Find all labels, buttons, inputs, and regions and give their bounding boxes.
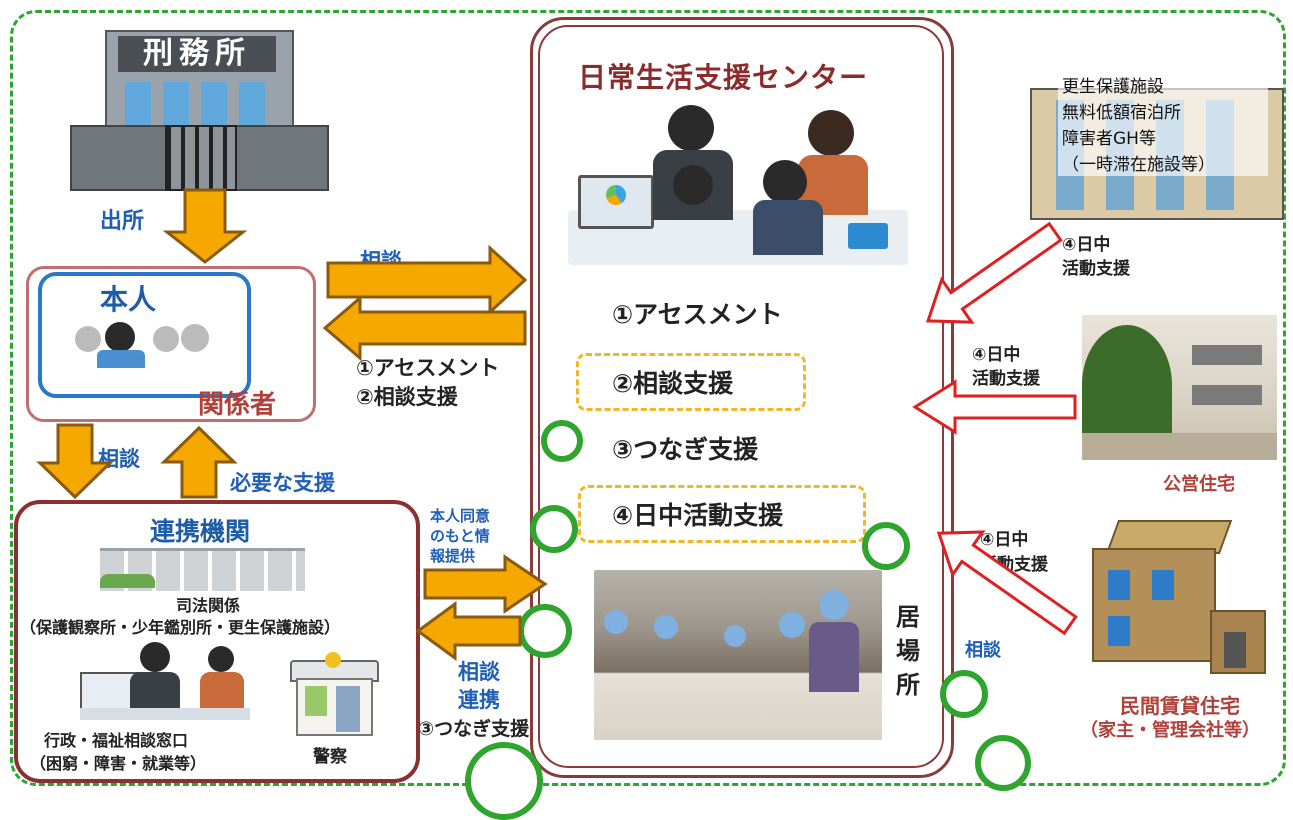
related-persons-label: 関係者 (198, 390, 277, 420)
public-housing-support-2: 活動支援 (972, 369, 1040, 389)
arrows-layer (36, 188, 1078, 661)
arrow-exit-down (162, 188, 248, 264)
arrow-assessment-left (322, 294, 527, 362)
arrow-label-tsunagi: ③つなぎ支援 (418, 718, 530, 740)
arrow-label-consult-2: 相談 (458, 660, 500, 684)
step-consult: ②相談支援 (612, 369, 734, 398)
agencies-title: 連携機関 (150, 517, 251, 546)
prison-sign: 刑務所 (118, 36, 276, 72)
facility-support-1: ④日中 (1062, 235, 1111, 255)
hedge-illustration (100, 574, 155, 588)
person-title: 本人 (100, 283, 157, 316)
justice-label: 司法関係 (176, 596, 241, 615)
arrow-label-needed-support: 必要な支援 (230, 471, 335, 495)
private-housing-detail: （家主・管理会社等） (1080, 720, 1260, 741)
person-inner-box (38, 272, 251, 398)
step-consult-box (576, 353, 806, 411)
green-circle-marker (862, 522, 910, 570)
private-housing-label: 民間賃貸住宅 (1120, 694, 1240, 718)
facility-line1: 更生保護施設 (1062, 77, 1164, 97)
police-label: 警察 (313, 747, 347, 767)
public-housing-photo (1082, 315, 1277, 460)
arrow-label-info-2: のもと情 (430, 527, 490, 545)
red-arrow-public-housing (912, 379, 1077, 435)
justice-building-illustration (100, 548, 305, 591)
private-housing-consult-label: 相談 (965, 640, 1001, 661)
arrow-label-link: 連携 (458, 688, 500, 712)
admin-label: 行政・福祉相談窓口 (44, 731, 189, 750)
workshop-photo (594, 570, 882, 740)
arrow-label-info-3: 報提供 (430, 547, 476, 565)
arrow-consult-down (36, 423, 114, 500)
arrow-label-consult-support: ②相談支援 (356, 385, 458, 409)
step-tsunagi: ③つなぎ支援 (612, 435, 759, 464)
step-daytime: ④日中活動支援 (612, 501, 784, 530)
public-housing-label: 公営住宅 (1163, 474, 1235, 495)
private-housing-support-1: ④日中 (980, 530, 1029, 550)
green-circle-marker (541, 420, 583, 462)
prison-windows (125, 82, 275, 132)
arrow-label-info-1: 本人同意 (430, 507, 491, 525)
red-arrow-private-housing (936, 530, 1078, 636)
admin-detail: （困窮・障害・就業等） (30, 754, 207, 773)
admin-counter-illustration (80, 642, 250, 722)
arrow-needed-support-up (160, 425, 238, 499)
arrow-label-assessment: ①アセスメント (356, 356, 500, 380)
green-circle-marker (530, 505, 578, 553)
facility-text-bg (1058, 72, 1268, 176)
facility-support-2: 活動支援 (1062, 259, 1130, 279)
private-housing-illustration (1092, 520, 1266, 675)
person-illustration (75, 316, 215, 371)
exit-label: 出所 (100, 209, 145, 234)
step-assessment: ①アセスメント (612, 300, 783, 329)
green-circle-marker (940, 670, 988, 718)
public-housing-support-1: ④日中 (972, 345, 1021, 365)
police-box-illustration (290, 652, 379, 736)
meeting-illustration (568, 105, 908, 265)
red-arrow-facility (925, 221, 1063, 324)
center-title: 日常生活支援センター (578, 61, 869, 94)
facility-line4: （一時滞在施設等） (1062, 155, 1215, 175)
ibasho-label: 居場所 (896, 603, 920, 699)
justice-detail: （保護観察所・少年鑑別所・更生保護施設） (20, 618, 341, 637)
arrow-info-right (423, 554, 548, 614)
facility-line3: 障害者GH等 (1062, 129, 1156, 149)
step-daytime-box (578, 485, 866, 543)
arrow-consult-right (326, 244, 528, 316)
arrow-link-left (415, 601, 522, 661)
facility-line2: 無料低額宿泊所 (1062, 103, 1181, 123)
